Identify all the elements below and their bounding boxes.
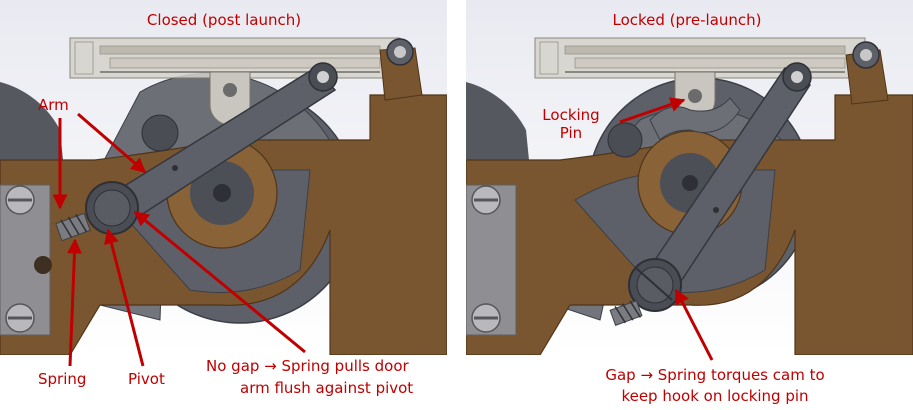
- left-label-pivot: Pivot: [128, 370, 165, 388]
- arrow-spring: [66, 238, 82, 367]
- left-panel: Closed (post launch) Arm Spring Pivot No…: [0, 0, 447, 397]
- left-bracket-hole: [223, 83, 237, 97]
- right-pivot-gap: [635, 267, 673, 301]
- right-label-locking-line2: Pin: [560, 124, 582, 142]
- left-top-right-joint-core: [394, 46, 406, 58]
- left-arrows: [52, 112, 306, 367]
- right-panel-title: Locked (pre-launch): [612, 11, 761, 29]
- right-spring: [609, 300, 643, 326]
- right-locking-pin: [688, 89, 702, 103]
- left-spring: [55, 212, 91, 242]
- left-label-spring: Spring: [38, 370, 86, 388]
- left-note-line2: arm flush against pivot: [240, 379, 413, 397]
- left-arm-top-joint-core: [317, 71, 329, 83]
- left-arm-mid-dot: [172, 165, 178, 171]
- arrow-locking-pin: [619, 97, 686, 124]
- left-note-line1: No gap → Spring pulls door: [206, 357, 410, 375]
- right-note-line1: Gap → Spring torques cam to: [605, 366, 824, 384]
- right-small-cam: [607, 122, 643, 158]
- right-arm-mid-dot: [713, 207, 719, 213]
- right-top-right-joint-core: [860, 49, 872, 61]
- right-label-locking-line1: Locking: [542, 106, 599, 124]
- right-note-line2: keep hook on locking pin: [621, 387, 808, 405]
- right-arrows: [619, 97, 714, 361]
- left-small-cam: [141, 114, 179, 152]
- right-hub-bolt: [682, 175, 698, 191]
- left-frame-hole: [34, 256, 52, 274]
- arrow-arm-to-arm: [77, 112, 147, 174]
- left-hub-bolt: [213, 184, 231, 202]
- left-pivot-inner: [93, 189, 131, 227]
- arrow-pivot: [104, 228, 145, 367]
- arrow-gap: [674, 288, 714, 361]
- right-arm-top-joint-core: [791, 71, 803, 83]
- arrow-no-gap: [133, 210, 306, 354]
- right-panel: Locked (pre-launch) Locking Pin Gap → Sp…: [466, 0, 913, 405]
- left-panel-title: Closed (post launch): [147, 11, 301, 29]
- left-label-arm: Arm: [38, 96, 69, 114]
